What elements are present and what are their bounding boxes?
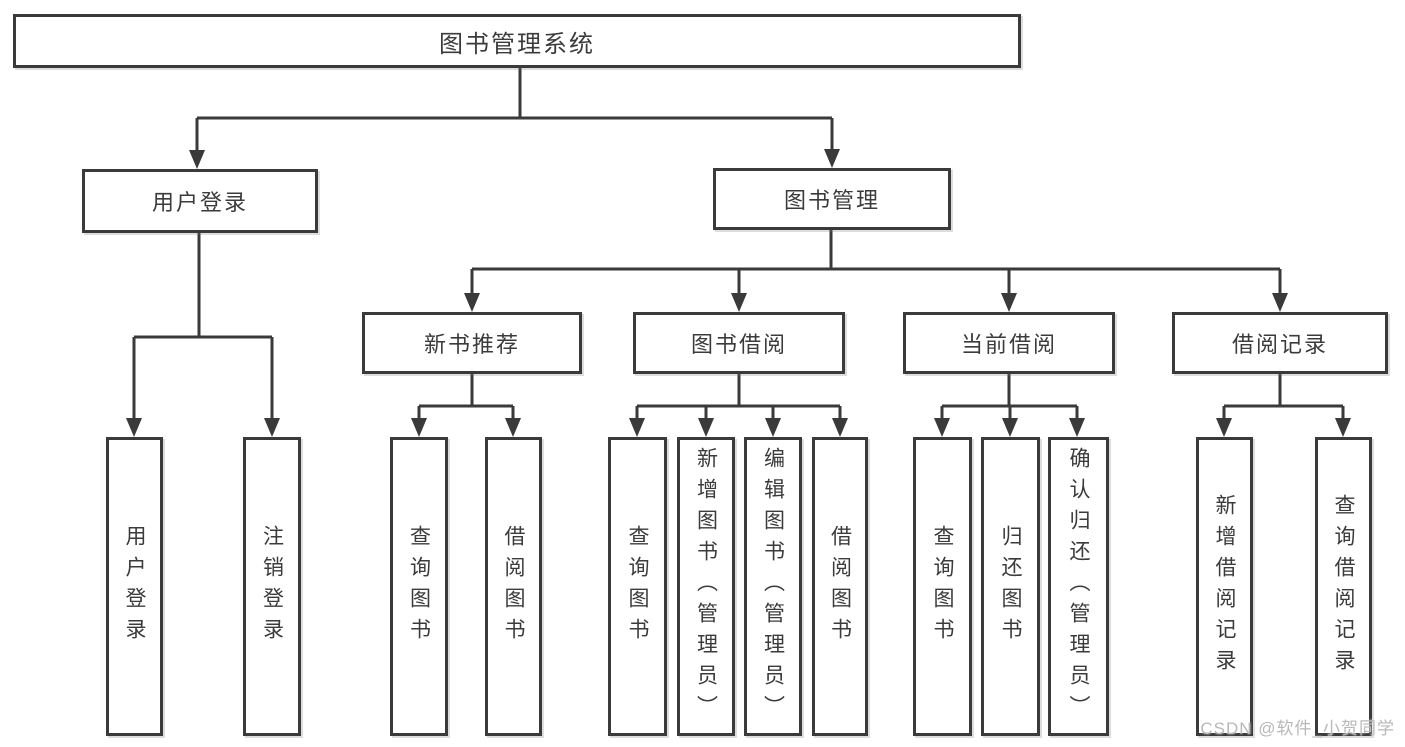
leaf-query-borrow-record-label: 查询借阅记录: [1332, 493, 1355, 680]
leaf-confirm-return-admin-label: 确认归还（管理员）: [1067, 447, 1090, 726]
node-user-login-label: 用户登录: [151, 190, 248, 215]
arrowhead-icon: [1216, 418, 1232, 437]
leaf-add-books-admin: 新增图书（管理员）: [677, 437, 735, 736]
node-borrow-record-label: 借阅记录: [1231, 332, 1328, 357]
arrowhead-icon: [765, 418, 781, 437]
leaf-user-login: 用户登录: [106, 437, 163, 736]
leaf-borrow-books: 借阅图书: [812, 437, 868, 736]
leaf-logout-label: 注销登录: [260, 524, 284, 649]
leaf-edit-books-admin-label: 编辑图书（管理员）: [761, 447, 785, 726]
node-new-book-recommend: 新书推荐: [362, 312, 582, 374]
connector-root-to-level2: [189, 68, 840, 169]
connector-user-login-children: [126, 233, 280, 437]
arrowhead-icon: [411, 418, 427, 437]
connector-book-mgmt-sections: [464, 230, 1288, 312]
connector-new-book-children: [411, 374, 521, 437]
csdn-watermark: CSDN @软件_小贺同学: [1200, 719, 1395, 738]
arrowhead-icon: [1272, 293, 1288, 312]
arrowhead-icon: [1069, 418, 1085, 437]
arrowhead-icon: [126, 418, 142, 437]
connector-borrow-record-children: [1216, 374, 1351, 437]
node-user-login: 用户登录: [82, 169, 318, 233]
arrowhead-icon: [464, 293, 480, 312]
leaf-query-books-recommend: 查询图书: [390, 437, 448, 736]
leaf-query-books-borrow-label: 查询图书: [626, 524, 649, 649]
leaf-query-books-recommend-label: 查询图书: [407, 524, 431, 649]
leaf-query-books-current-label: 查询图书: [931, 524, 954, 649]
leaf-add-borrow-record-label: 新增借阅记录: [1213, 493, 1236, 680]
arrowhead-icon: [189, 150, 205, 169]
arrowhead-icon: [505, 418, 521, 437]
leaf-borrow-books-label: 借阅图书: [828, 524, 852, 649]
leaf-borrow-books-recommend: 借阅图书: [485, 437, 542, 736]
node-book-mgmt-label: 图书管理: [783, 188, 880, 213]
leaf-query-borrow-record: 查询借阅记录: [1315, 437, 1372, 736]
node-root: 图书管理系统: [13, 14, 1021, 68]
arrowhead-icon: [629, 418, 645, 437]
node-root-label: 图书管理系统: [439, 30, 595, 58]
leaf-return-books-label: 归还图书: [999, 524, 1022, 649]
leaf-query-books-current: 查询图书: [913, 437, 972, 736]
arrowhead-icon: [1001, 293, 1017, 312]
arrowhead-icon: [934, 418, 950, 437]
leaf-query-books-borrow: 查询图书: [608, 437, 667, 736]
arrowhead-icon: [698, 418, 714, 437]
leaf-add-borrow-record: 新增借阅记录: [1196, 437, 1253, 736]
connector-book-borrow-children: [629, 374, 848, 437]
leaf-user-login-label: 用户登录: [123, 524, 146, 649]
leaf-logout: 注销登录: [243, 437, 301, 736]
node-new-book-recommend-label: 新书推荐: [423, 332, 520, 357]
leaf-return-books: 归还图书: [981, 437, 1040, 736]
node-borrow-record: 借阅记录: [1172, 312, 1388, 374]
leaf-add-books-admin-label: 新增图书（管理员）: [694, 447, 718, 726]
arrowhead-icon: [832, 418, 848, 437]
arrowhead-icon: [731, 293, 747, 312]
leaf-confirm-return-admin: 确认归还（管理员）: [1048, 437, 1109, 736]
node-book-mgmt: 图书管理: [713, 168, 951, 230]
leaf-borrow-books-recommend-label: 借阅图书: [502, 524, 525, 649]
node-current-borrow: 当前借阅: [903, 312, 1115, 374]
node-book-borrow: 图书借阅: [633, 312, 845, 374]
arrowhead-icon: [264, 418, 280, 437]
node-current-borrow-label: 当前借阅: [960, 332, 1057, 357]
leaf-edit-books-admin: 编辑图书（管理员）: [744, 437, 802, 736]
arrowhead-icon: [824, 149, 840, 168]
arrowhead-icon: [1002, 418, 1018, 437]
connector-current-borrow-children: [934, 374, 1085, 437]
arrowhead-icon: [1335, 418, 1351, 437]
node-book-borrow-label: 图书借阅: [690, 332, 787, 357]
